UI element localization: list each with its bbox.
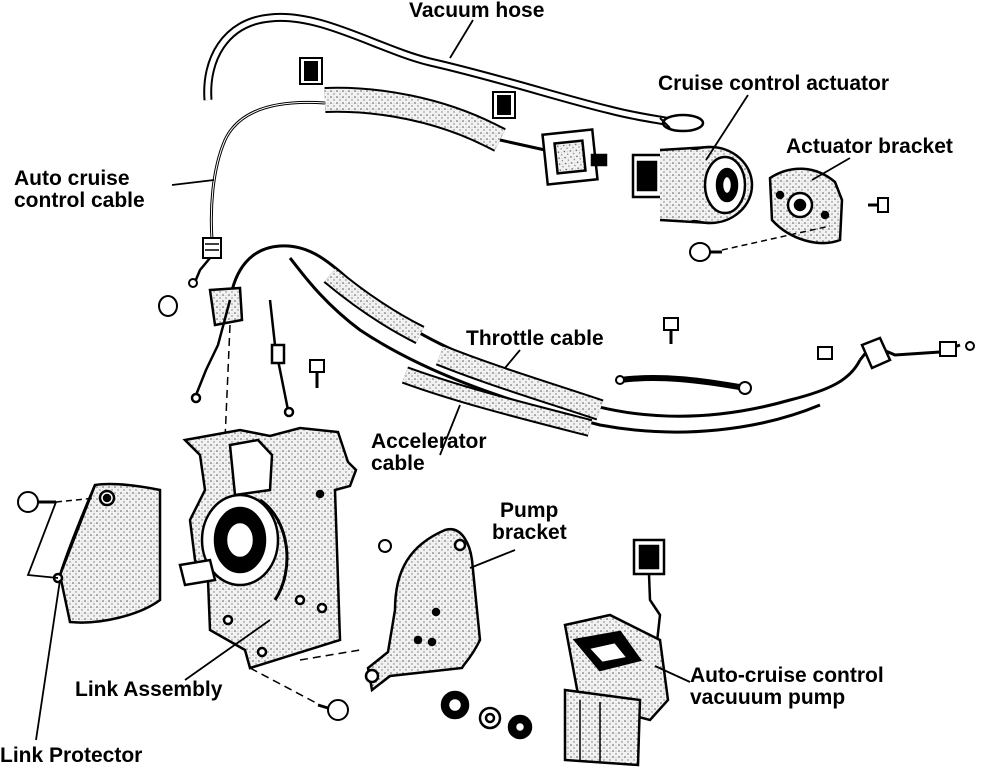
label-auto-cruise-control-cable-line1: Auto cruise [14,167,130,190]
cable-connector [541,128,608,186]
label-auto-cruise-vacuum-pump: Auto-cruise control vacuuum pump [690,665,884,709]
label-pump-bracket-line2: bracket [492,521,567,544]
label-accelerator-cable-line1: Accelerator [371,430,487,453]
bolt-throttle-mid [663,317,679,344]
grommet-pump-bracket [378,539,392,553]
bolt-actuator-right [868,197,889,213]
label-auto-cruise-control-cable: Auto cruise control cable [14,168,145,212]
cable-clamp [190,286,295,441]
bolt-accelerator [309,359,325,388]
label-pump-bracket: Pump bracket [492,500,567,544]
pump-bracket [364,527,482,693]
bolt-left-small [158,295,178,317]
label-link-protector: Link Protector [0,744,143,767]
label-cruise-control-actuator: Cruise control actuator [658,72,890,95]
actuator-bracket [768,167,844,245]
bolt-link-left [17,491,56,513]
vacuum-hose [203,12,705,133]
throttle-and-accelerator-cables [228,244,975,437]
leader-lines [35,19,851,741]
link-assembly [178,426,361,706]
link-protector [26,482,162,624]
hose-clips [299,57,516,119]
auto-cruise-control-cable [188,86,546,288]
label-accelerator-cable-line2: cable [371,452,425,475]
bolt-right-end [817,346,833,360]
label-auto-cruise-vacuum-pump-line1: Auto-cruise control [690,664,884,687]
label-throttle-cable: Throttle cable [466,327,604,350]
label-accelerator-cable: Accelerator cable [371,431,487,475]
label-auto-cruise-vacuum-pump-line2: vacuuum pump [690,686,846,709]
bolt-link-bottom [317,699,349,721]
label-auto-cruise-control-cable-line2: control cable [14,189,145,212]
grommets [440,690,533,740]
label-actuator-bracket: Actuator bracket [786,135,953,158]
label-pump-bracket-line1: Pump [500,499,559,522]
label-link-assembly: Link Assembly [75,678,223,701]
auto-cruise-vacuum-pump [563,538,670,767]
bolt-actuator-lower [689,242,722,262]
label-vacuum-hose: Vacuum hose [409,0,545,22]
cruise-control-actuator [631,145,754,225]
